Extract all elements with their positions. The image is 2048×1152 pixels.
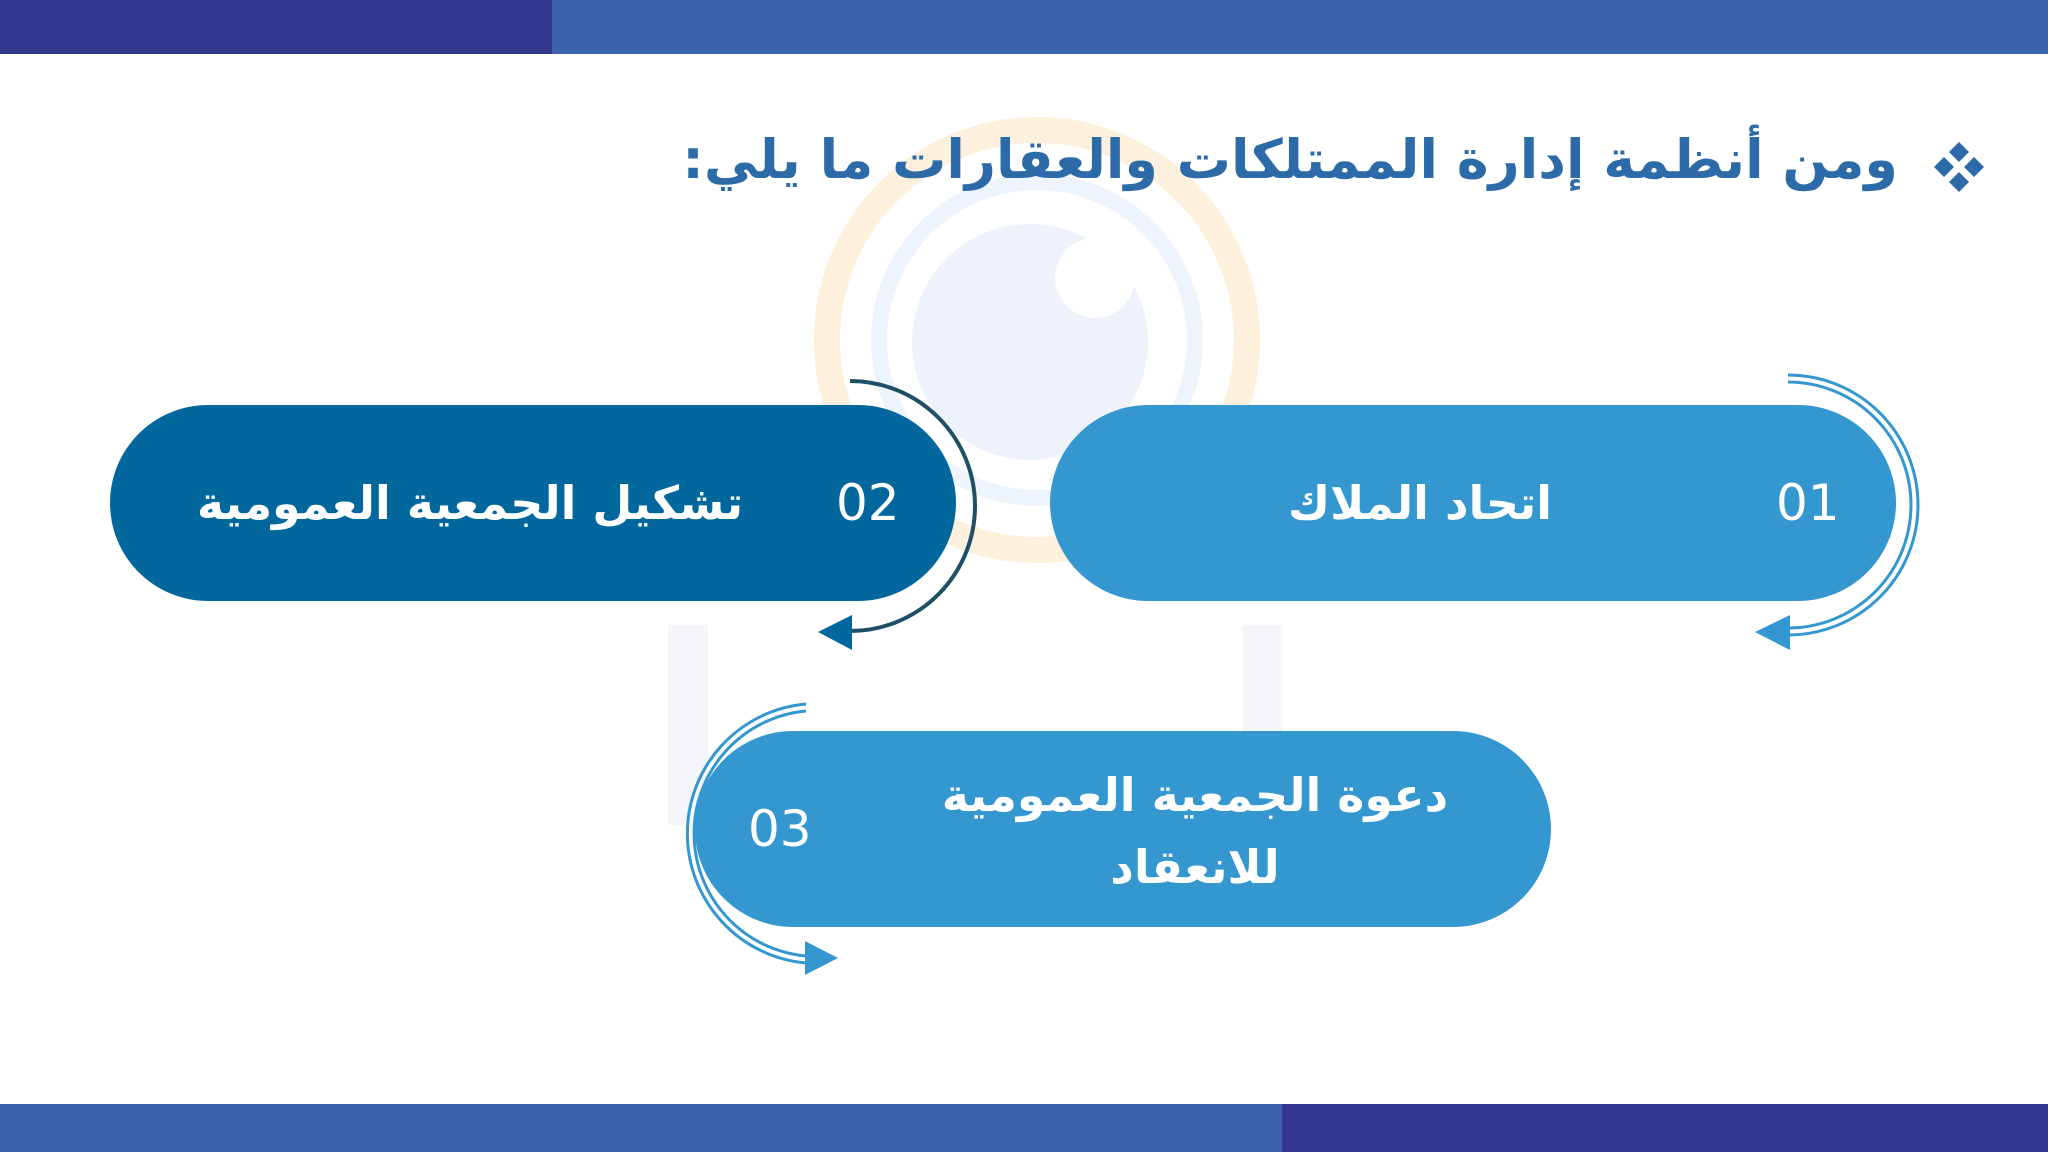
step-number: 02 bbox=[836, 474, 900, 532]
arrow-from-step-01 bbox=[1787, 373, 1920, 637]
step-label: اتحاد الملاك bbox=[1287, 476, 1553, 530]
step-number: 03 bbox=[748, 800, 812, 858]
page-heading: ومن أنظمة إدارة الممتلكات والعقارات ما ي… bbox=[682, 128, 1898, 191]
four-diamond-bullet-icon bbox=[1934, 142, 1984, 192]
step-label-line: للانعقاد bbox=[1110, 840, 1280, 894]
arrow-around-step-03 bbox=[685, 702, 807, 965]
step-pill-01: 01 اتحاد الملاك bbox=[1050, 405, 1896, 601]
arrow-head-icon bbox=[1755, 615, 1790, 650]
step-label: تشكيل الجمعية العمومية bbox=[196, 476, 744, 530]
step-label: دعوة الجمعية العمومية للانعقاد bbox=[895, 759, 1495, 903]
bottom-bar-light-segment bbox=[0, 1104, 1282, 1152]
step-pill-02: 02 تشكيل الجمعية العمومية bbox=[110, 405, 956, 601]
step-pill-03: 03 دعوة الجمعية العمومية للانعقاد bbox=[695, 731, 1551, 927]
arrow-head-icon bbox=[805, 941, 838, 975]
step-number: 01 bbox=[1776, 474, 1840, 532]
top-bar-dark-segment bbox=[0, 0, 552, 54]
step-label-line: دعوة الجمعية العمومية bbox=[941, 768, 1449, 822]
top-bar-light-segment bbox=[552, 0, 2048, 54]
arrow-from-step-02 bbox=[849, 379, 977, 633]
arrow-head-icon bbox=[818, 615, 852, 650]
bottom-bar-dark-segment bbox=[1282, 1104, 2048, 1152]
